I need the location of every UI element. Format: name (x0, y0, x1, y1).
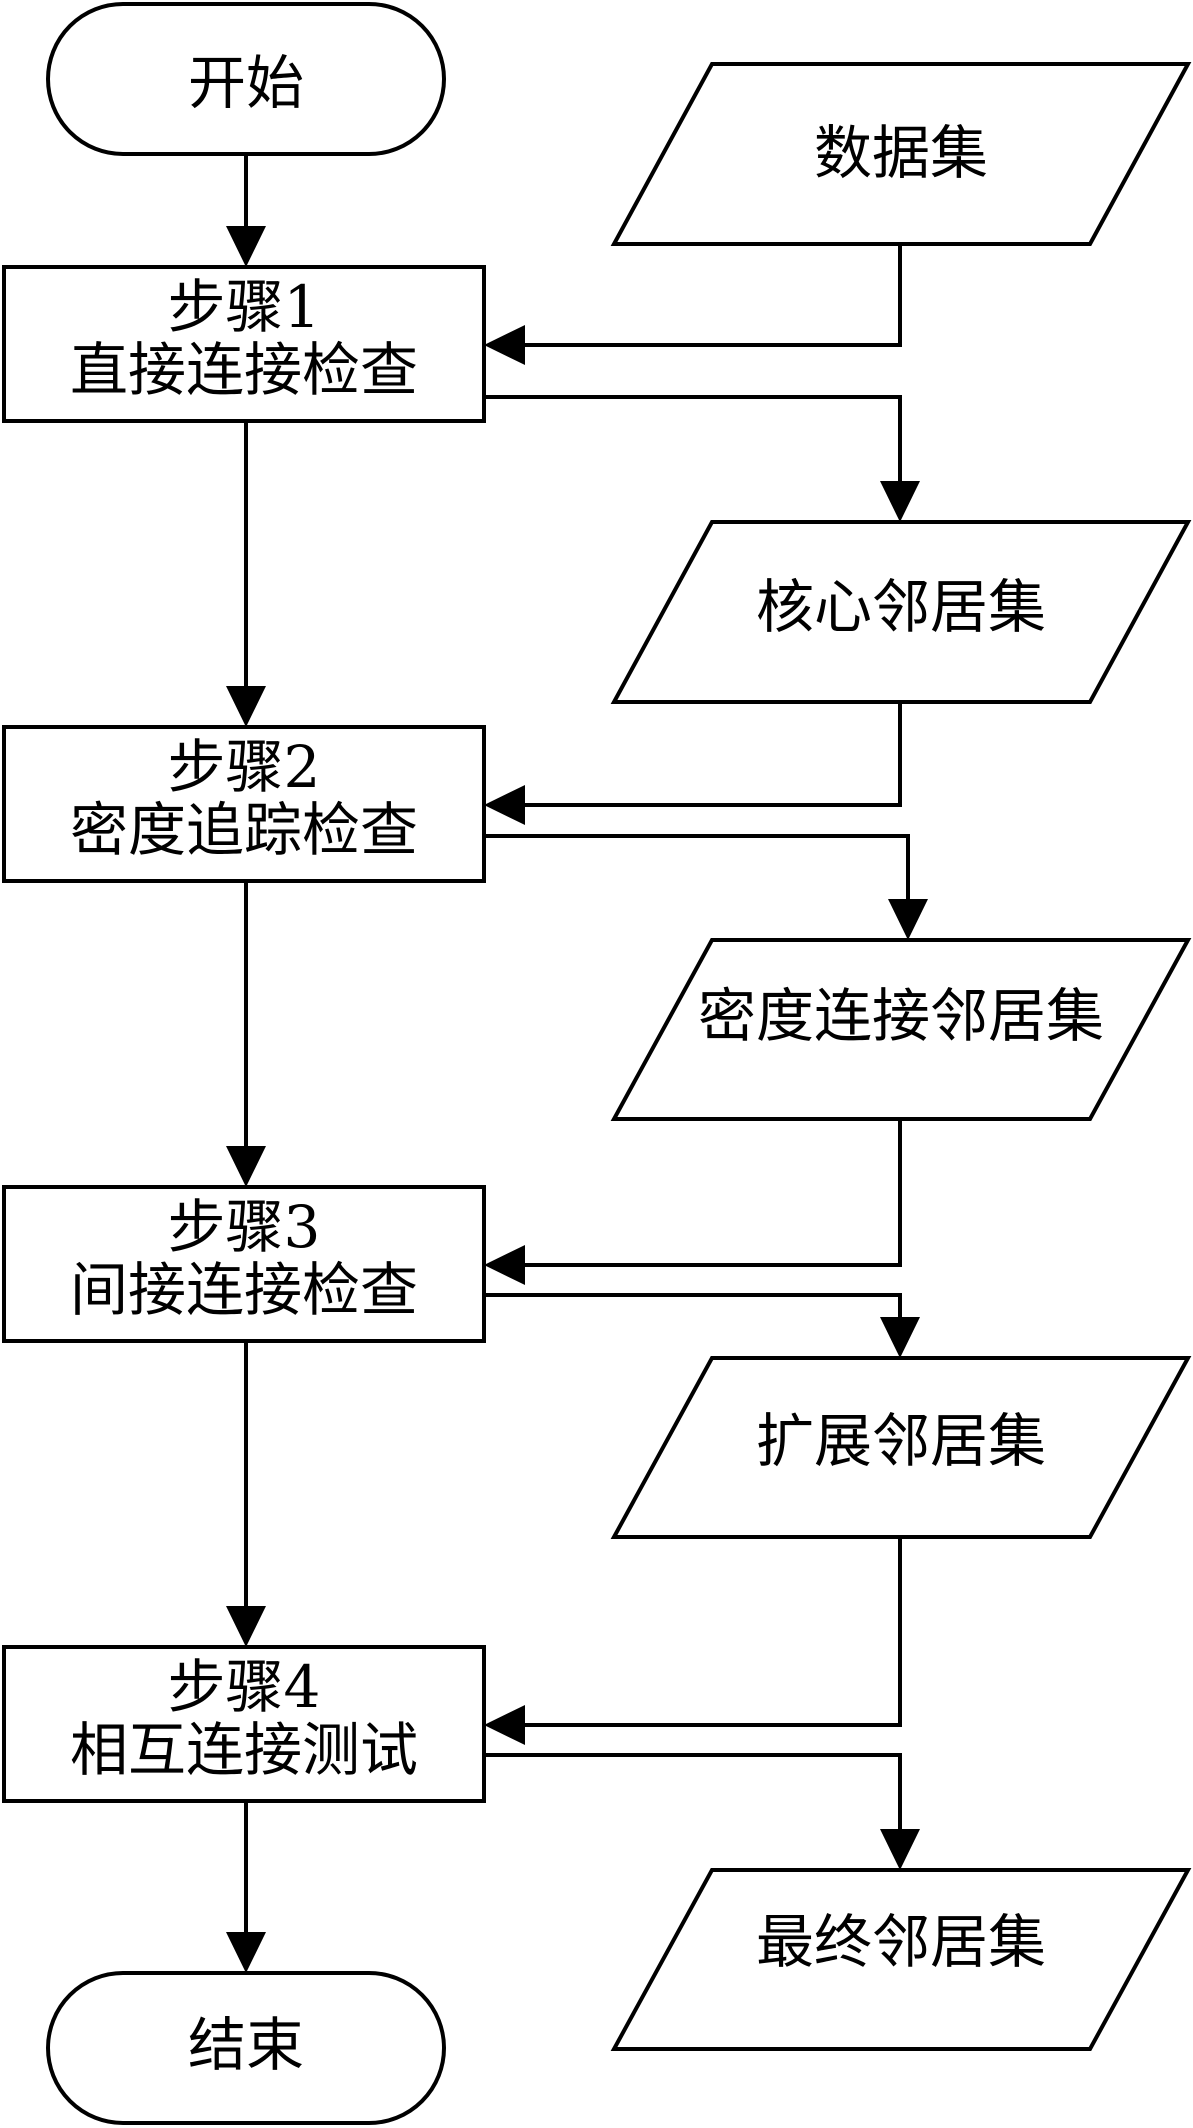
dataset-label-2: 核心邻居集 (756, 573, 1046, 641)
step-3-desc: 间接连接检查 (70, 1256, 418, 1324)
step-2-desc: 密度追踪检查 (70, 796, 418, 864)
arrow-step-3-to-step-4 (226, 1341, 266, 1647)
arrow-dataset-2-to-step-2 (484, 702, 902, 825)
step-2-title: 步骤2 (168, 733, 321, 801)
step-1-desc: 直接连接检查 (70, 336, 418, 404)
step-1-title: 步骤1 (168, 273, 321, 341)
arrow-dataset-3-to-step-3 (484, 1119, 902, 1285)
arrow-start-to-step-1 (226, 154, 266, 267)
step-3-box: 步骤3 间接连接检查 (2, 1185, 486, 1343)
arrow-step-1-to-dataset-2 (484, 395, 920, 522)
step-3-title: 步骤3 (168, 1193, 321, 1261)
dataset-label-4: 扩展邻居集 (756, 1407, 1046, 1475)
end-terminal: 结束 (46, 1971, 446, 2125)
dataset-parallelogram-1: 数据集 (610, 62, 1192, 246)
arrow-step-2-to-step-3 (226, 881, 266, 1187)
step-4-box: 步骤4 相互连接测试 (2, 1645, 486, 1803)
dataset-parallelogram-2: 核心邻居集 (610, 520, 1192, 704)
dataset-label-1: 数据集 (814, 119, 988, 187)
end-label: 结束 (188, 2011, 304, 2079)
step-1-box: 步骤1 直接连接检查 (2, 265, 486, 423)
step-4-desc: 相互连接测试 (70, 1716, 418, 1784)
arrow-step-2-to-dataset-3 (484, 834, 928, 940)
dataset-parallelogram-3: 密度连接邻居集 (610, 938, 1192, 1121)
arrow-step-4-to-end (226, 1801, 266, 1973)
dataset-parallelogram-5: 最终邻居集 (610, 1868, 1192, 2051)
arrow-dataset-1-to-step-1 (484, 244, 902, 365)
arrow-step-3-to-dataset-4 (484, 1293, 920, 1358)
arrow-dataset-4-to-step-4 (484, 1537, 902, 1745)
arrow-step-1-to-step-2 (226, 421, 266, 727)
start-terminal: 开始 (46, 2, 446, 156)
step-4-title: 步骤4 (168, 1653, 321, 1721)
dataset-parallelogram-4: 扩展邻居集 (610, 1356, 1192, 1539)
step-2-box: 步骤2 密度追踪检查 (2, 725, 486, 883)
dataset-label-3: 密度连接邻居集 (698, 982, 1104, 1050)
arrow-step-4-to-dataset-5 (484, 1753, 920, 1870)
start-label: 开始 (188, 49, 304, 117)
dataset-label-5: 最终邻居集 (756, 1908, 1046, 1976)
